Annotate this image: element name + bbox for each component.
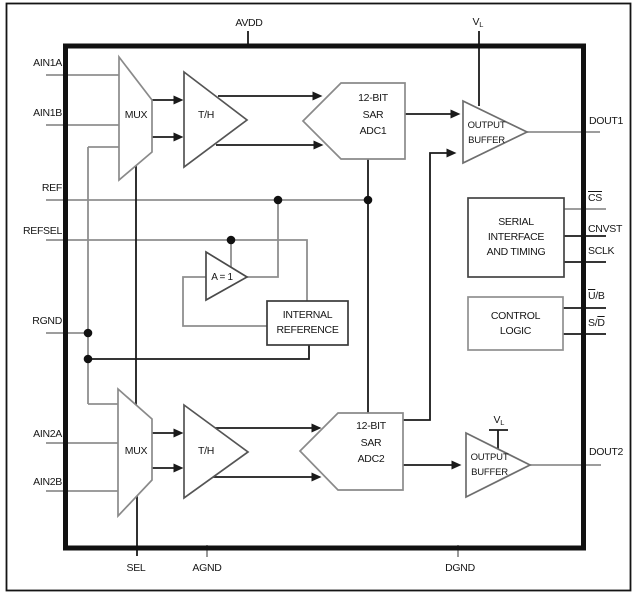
intref-to-amp-line (182, 276, 267, 327)
serial-interface-label: SERIAL INTERFACE AND TIMING (486, 216, 546, 258)
reference-buffer-shape (205, 250, 249, 302)
junction-dot-ref-amp (273, 195, 283, 205)
pin-label-avdd: AVDD (235, 17, 263, 29)
adc2-shape (298, 412, 404, 491)
pin-label-refsel: REFSEL (22, 225, 62, 237)
arrow-adc2-to-buf1 (403, 148, 457, 421)
pin-label-ain1a: AIN1A (33, 57, 62, 69)
junction-dot-refsel (226, 235, 236, 245)
pin-label-ain2a: AIN2A (33, 428, 62, 440)
outer-frame (5, 2, 632, 592)
pin-label-ain2b: AIN2B (33, 476, 62, 488)
pin-label-vl: VL (472, 16, 484, 29)
th1-shape (183, 70, 249, 169)
serial-interface-shape (467, 197, 565, 278)
pin-label-sclk: SCLK (588, 245, 615, 257)
buf2-supply-label: VL (493, 414, 505, 427)
pin-label-cnvst: CNVST (588, 223, 623, 235)
pin-label-dgnd: DGND (445, 562, 475, 574)
th2-label: T/H (197, 445, 214, 457)
mux2-shape (117, 387, 153, 519)
internal-reference-shape (266, 300, 349, 346)
junction-dot-ref-adc (363, 195, 373, 205)
intref-ground-line (88, 345, 310, 360)
control-logic-shape (467, 296, 564, 351)
mux1-label: MUX (124, 109, 148, 121)
mux2-label: MUX (124, 445, 148, 457)
th2-shape (183, 403, 250, 500)
buf2-label: OUTPUT BUFFER (470, 452, 509, 478)
pin-line-refsel (46, 239, 308, 302)
pin-label-rgnd: RGND (32, 315, 62, 327)
adc1-label: 12-BIT SAR ADC1 (358, 92, 388, 137)
pin-label-cs: CS (588, 192, 602, 204)
junction-dot-rgnd (83, 328, 93, 338)
control-logic-label: CONTROL LOGIC (490, 309, 541, 337)
pin-label-sd: S/D (588, 317, 605, 329)
th1-label: T/H (197, 109, 214, 121)
amp-output-to-ref-line (247, 200, 279, 278)
pin-label-agnd: AGND (192, 562, 222, 574)
pin-label-dout2: DOUT2 (589, 446, 624, 458)
adc2-label: 12-BIT SAR ADC2 (356, 420, 386, 465)
adc1-shape (301, 82, 406, 160)
buf1-shape (462, 99, 529, 165)
buf1-label: OUTPUT BUFFER (467, 120, 506, 146)
pin-label-dout1: DOUT1 (589, 115, 624, 127)
pin-label-ub: U/B (588, 290, 605, 302)
junction-dot-intref-gnd (83, 354, 93, 364)
buf2-shape (465, 431, 532, 499)
mux1-shape (118, 54, 153, 182)
pin-label-ref: REF (41, 182, 62, 194)
chip-boundary (63, 43, 586, 551)
reference-buffer-label: A = 1 (211, 272, 233, 283)
pin-label-sel: SEL (126, 562, 146, 574)
internal-reference-label: INTERNAL REFERENCE (276, 309, 339, 336)
pin-label-ain1b: AIN1B (33, 107, 62, 119)
